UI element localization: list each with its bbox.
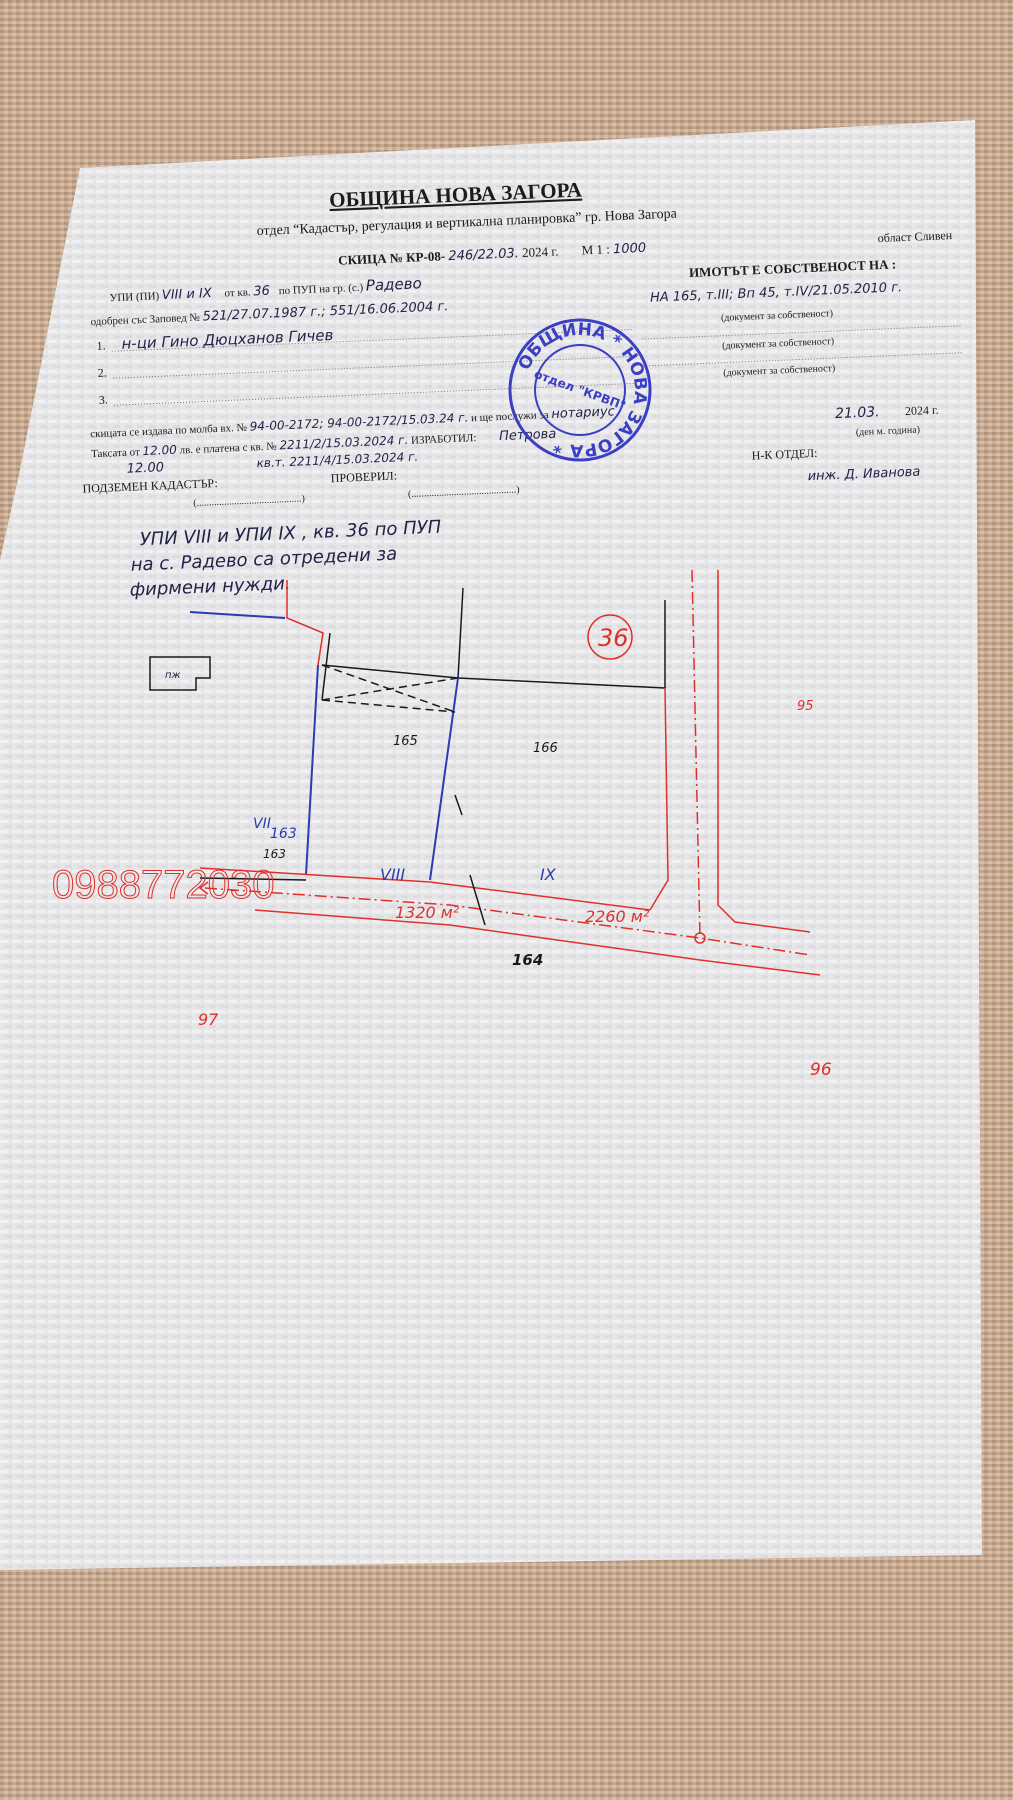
regulation-line <box>286 580 324 666</box>
svg-text:ПОДЗЕМЕН КАДАСТЪР: ПРОВЕ: ПОДЗЕМЕН КАДАСТЪР: ПРОВЕРИЛ: <box>82 468 397 495</box>
owner-row-2: 2. (документ за собственост) <box>97 325 962 380</box>
arrow <box>454 794 463 816</box>
fee-receipt: 2211/2/15.03.2024 г. <box>279 433 408 452</box>
region: област Сливен <box>877 228 953 245</box>
plan-labels: 36 165 165 166 VII 163 163 VIII 1320 м² … <box>198 624 832 1080</box>
dashed-structure <box>321 664 459 713</box>
serve-value: нотариус <box>551 404 615 422</box>
svg-text:Таксата от 12.00 л: Таксата от 12.00 лв. е платена с кв. № 2… <box>91 427 557 461</box>
head-value: инж. Д. Иванова <box>807 465 920 485</box>
fee-value: 12.00 <box>142 443 177 458</box>
receipt-value-2: кв.т. 2211/4/15.03.2024 г. <box>256 450 418 471</box>
issue-year: 2024 г. <box>905 403 939 418</box>
owner-number: 1. <box>96 339 106 353</box>
block-number: 36 <box>598 624 629 652</box>
point-96-marker <box>694 932 706 944</box>
scale-label: М 1 : <box>581 241 610 257</box>
fee-paid-label: лв. е платена с кв. № <box>179 440 277 456</box>
parcel-166: 166 <box>533 741 558 756</box>
village-value: Радево <box>365 274 422 294</box>
owner-number: 2. <box>97 366 107 380</box>
point-95: 95 <box>797 699 814 714</box>
upi-boundary <box>305 664 319 876</box>
cadastre-line <box>457 587 464 679</box>
upi-boundary <box>189 611 286 619</box>
issue-date: 21.03. <box>835 404 880 422</box>
svg-text:СКИЦА № КР-08- 246/22.03: СКИЦА № КР-08- 246/22.03. 2024 г. М 1 : … <box>338 240 647 269</box>
owner-number: 3. <box>99 393 109 407</box>
street-edge <box>199 867 651 911</box>
regulation-line <box>717 570 811 933</box>
sketch-year: 2024 г. <box>522 244 559 261</box>
point-96: 96 <box>810 1060 832 1080</box>
cadastre-line <box>199 877 307 881</box>
area-ix: 2260 м² <box>585 907 650 926</box>
regulation-line <box>649 687 669 911</box>
fee-label: Таксата от <box>91 446 140 460</box>
serve-label: и ще послужи за <box>471 409 549 424</box>
owner-doc-label: (документ за собственост) <box>723 363 835 379</box>
upi-label: УПИ (ПИ) <box>109 290 159 304</box>
order-label: одобрен със Заповед № <box>90 312 200 329</box>
parcel-165: 165 <box>393 734 418 749</box>
block-number-circle <box>587 614 633 660</box>
street-axis <box>204 887 811 956</box>
upi-vii: VII <box>253 816 271 832</box>
owner-row-3: 3. (документ за собственост) <box>99 352 963 407</box>
head-label: Н-К ОТДЕЛ: <box>751 446 817 463</box>
checked-label: ПРОВЕРИЛ: <box>330 468 397 485</box>
underground-label: ПОДЗЕМЕН КАДАСТЪР: <box>82 476 218 496</box>
scale-value: 1000 <box>613 241 647 257</box>
cadastral-plan: пж <box>149 569 821 976</box>
building-label: пж <box>165 670 181 681</box>
parcel-163: 163 <box>270 826 297 842</box>
area-viii: 1320 м² <box>395 903 460 922</box>
parcel-163: 163 <box>263 847 286 861</box>
sketch-number: 246/22.03. <box>448 246 519 264</box>
fee-value-2: 12.00 <box>126 460 164 477</box>
street-axis <box>691 569 701 939</box>
point-97: 97 <box>198 1010 219 1029</box>
prepared-label: ИЗРАБОТИЛ: <box>411 432 477 447</box>
signature-parens: (.......................................… <box>408 484 520 500</box>
upi-ix: IX <box>540 865 557 884</box>
parcel-164: 164 <box>512 951 543 969</box>
pup-label: по ПУП на гр. (с.) <box>278 282 363 298</box>
owner-doc-label: (документ за собственост) <box>721 308 833 324</box>
upi-viii: VIII <box>380 865 405 884</box>
svg-text:УПИ (ПИ) VIII и IX: УПИ (ПИ) VIII и IX от кв. 36 по ПУП на г… <box>109 274 422 305</box>
date-format-label: (ден м. година) <box>856 425 921 439</box>
building-outline <box>149 656 211 691</box>
street-edge <box>254 909 821 976</box>
width-arrow <box>469 874 486 926</box>
upi-value: VIII и IX <box>162 286 214 303</box>
block-label: от кв. <box>224 286 251 299</box>
signature-parens: (.......................................… <box>193 493 305 509</box>
owner-doc-label: (документ за собственост) <box>722 336 834 352</box>
watermark-phone: 0988772030 <box>52 863 274 907</box>
paper-sheet <box>0 120 982 1570</box>
block-value: 36 <box>253 284 270 300</box>
sketch-title: СКИЦА № КР-08- <box>338 248 446 267</box>
arrow-97-icon <box>198 881 209 895</box>
